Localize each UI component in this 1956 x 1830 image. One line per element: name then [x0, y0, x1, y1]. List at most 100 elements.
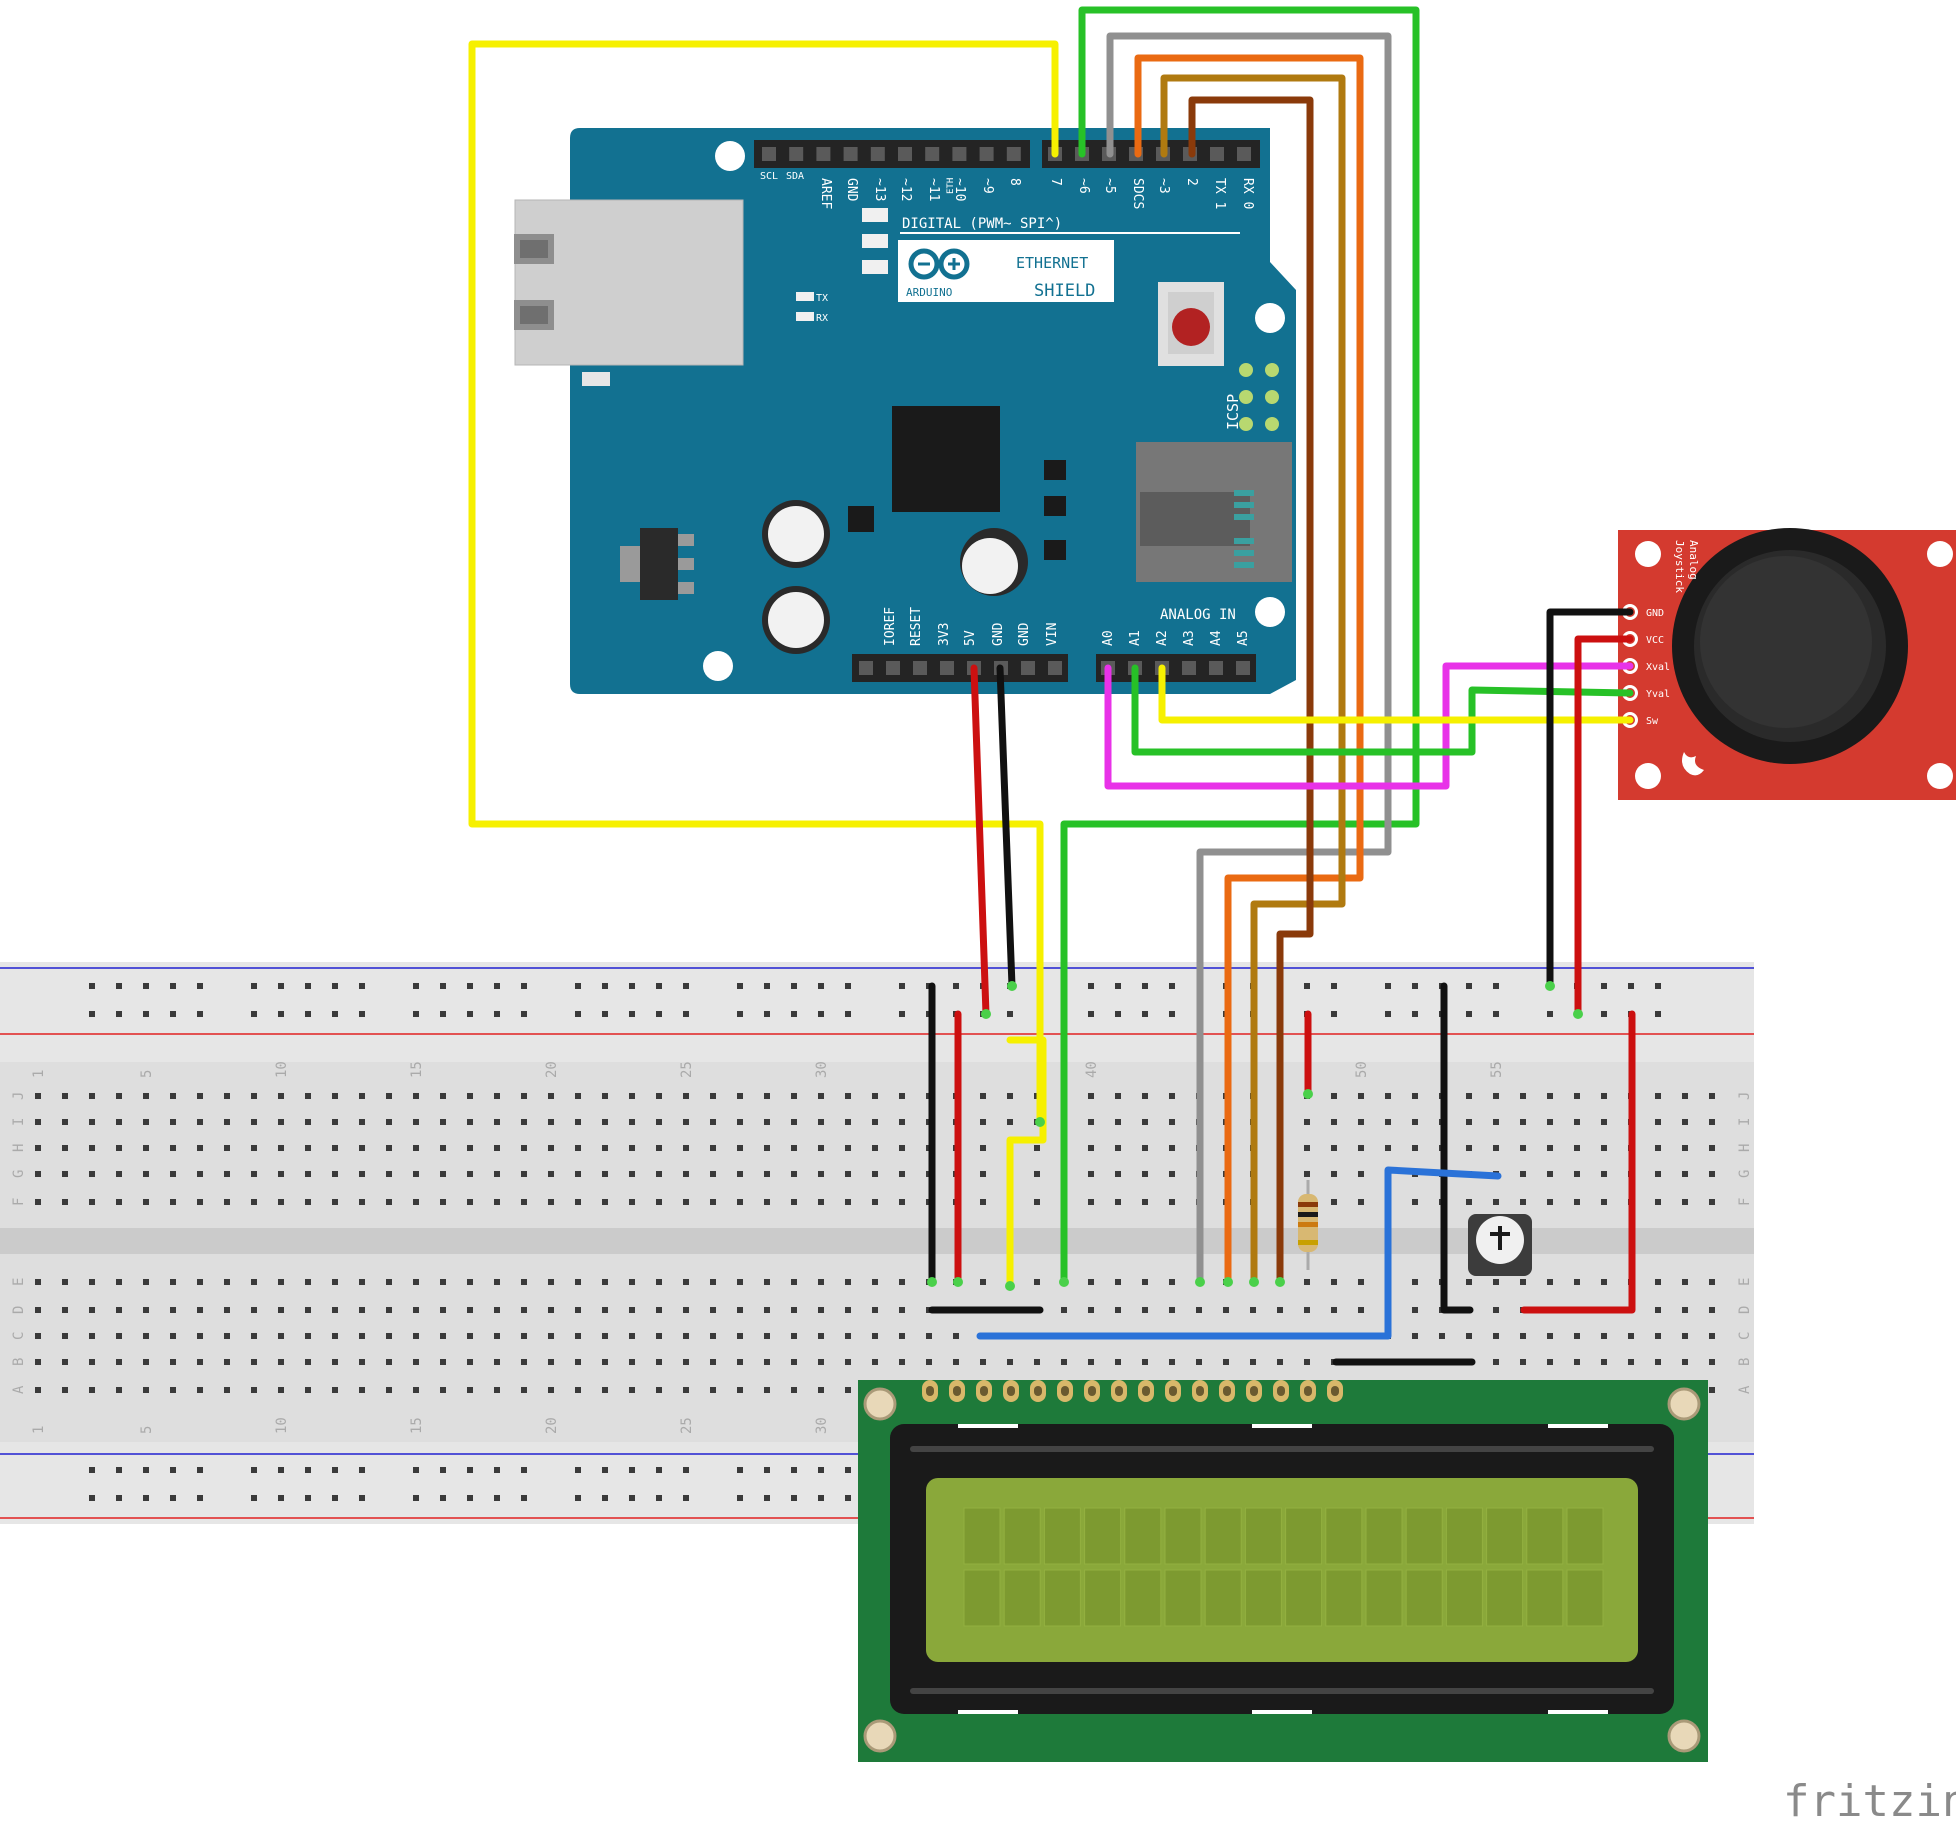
breadboard-hole	[629, 1119, 635, 1125]
breadboard-hole	[440, 1279, 446, 1285]
row-letter: C	[11, 1332, 27, 1340]
breadboard-hole	[1682, 1333, 1688, 1339]
row-letter: B	[1737, 1358, 1753, 1366]
breadboard-hole	[170, 1145, 176, 1151]
breadboard-hole	[1304, 1307, 1310, 1313]
breadboard-hole	[683, 1199, 689, 1205]
breadboard-hole	[899, 1199, 905, 1205]
breadboard-hole	[818, 1333, 824, 1339]
rail-hole	[305, 1495, 311, 1501]
breadboard-hole	[791, 1359, 797, 1365]
breadboard-hole	[1115, 1093, 1121, 1099]
breadboard-hole	[440, 1307, 446, 1313]
breadboard-hole	[1169, 1145, 1175, 1151]
rail-hole	[467, 1467, 473, 1473]
breadboard-hole	[683, 1359, 689, 1365]
digital-header-right	[1042, 140, 1260, 168]
breadboard-hole	[1304, 1279, 1310, 1285]
smd-components	[848, 460, 1066, 560]
rail-hole	[683, 1011, 689, 1017]
power-pin-label: GND	[991, 622, 1006, 646]
breadboard-hole	[818, 1387, 824, 1393]
breadboard-hole	[386, 1093, 392, 1099]
column-number: 15	[409, 1417, 425, 1434]
column-number: 30	[814, 1417, 830, 1434]
lcd-cell	[1285, 1507, 1323, 1565]
breadboard-hole	[899, 1145, 905, 1151]
rail-hole	[656, 1495, 662, 1501]
breadboard-hole	[980, 1093, 986, 1099]
rail-hole	[89, 1495, 95, 1501]
tx-led	[796, 292, 814, 301]
rail-hole	[791, 1495, 797, 1501]
breadboard-hole	[656, 1199, 662, 1205]
digital-pin-label: ~9	[980, 178, 995, 194]
breadboard-hole	[737, 1279, 743, 1285]
breadboard-hole	[1034, 1171, 1040, 1177]
rail-hole	[1385, 983, 1391, 989]
header-pin	[940, 661, 954, 675]
breadboard-hole	[548, 1171, 554, 1177]
breadboard-hole	[1547, 1171, 1553, 1177]
breadboard-hole	[116, 1359, 122, 1365]
breadboard-hole	[1358, 1093, 1364, 1099]
breadboard-hole	[278, 1333, 284, 1339]
breadboard-hole	[1709, 1145, 1715, 1151]
breadboard-hole	[386, 1279, 392, 1285]
breadboard-hole	[197, 1333, 203, 1339]
breadboard-hole	[89, 1333, 95, 1339]
breadboard-hole	[845, 1279, 851, 1285]
breadboard-hole	[467, 1093, 473, 1099]
breadboard-hole	[521, 1307, 527, 1313]
breadboard-hole	[521, 1171, 527, 1177]
breadboard-hole	[1250, 1359, 1256, 1365]
breadboard-hole	[62, 1279, 68, 1285]
breadboard-hole	[1088, 1093, 1094, 1099]
header-pin	[952, 147, 967, 161]
lcd-pin-hole	[1331, 1386, 1339, 1396]
rail-hole	[332, 1011, 338, 1017]
breadboard-hole	[521, 1333, 527, 1339]
breadboard-hole	[413, 1145, 419, 1151]
breadboard-hole	[35, 1387, 41, 1393]
breadboard-hole	[818, 1145, 824, 1151]
analog-pin-label: A1	[1128, 630, 1143, 646]
breadboard-hole	[602, 1119, 608, 1125]
breadboard-hole	[62, 1145, 68, 1151]
rail-hole	[413, 1467, 419, 1473]
rail-hole	[899, 983, 905, 989]
breadboard-hole	[305, 1171, 311, 1177]
icsp-pads	[1239, 363, 1279, 431]
breadboard-hole	[1358, 1119, 1364, 1125]
column-number: 25	[679, 1061, 695, 1078]
breadboard-hole	[575, 1359, 581, 1365]
breadboard-hole	[737, 1307, 743, 1313]
rx-label: RX	[816, 313, 828, 324]
rail-hole	[413, 983, 419, 989]
rail-hole	[1655, 1011, 1661, 1017]
breadboard-hole	[1142, 1093, 1148, 1099]
wire-brown-dark	[1188, 96, 1314, 1286]
header-pin	[843, 147, 858, 161]
breadboard-hole	[1115, 1145, 1121, 1151]
potentiometer	[1468, 1214, 1532, 1276]
header-pin	[1006, 147, 1021, 161]
breadboard-hole	[89, 1093, 95, 1099]
breadboard-hole	[197, 1307, 203, 1313]
lcd-cell	[1325, 1569, 1363, 1627]
rail-hole	[737, 983, 743, 989]
lcd-pin-hole	[1088, 1386, 1096, 1396]
breadboard-hole	[413, 1093, 419, 1099]
breadboard-hole	[1439, 1333, 1445, 1339]
rail-hole	[170, 1467, 176, 1473]
breadboard-hole	[35, 1119, 41, 1125]
breadboard-hole	[170, 1093, 176, 1099]
header-pin	[1048, 661, 1062, 675]
rail-hole	[89, 983, 95, 989]
rail-hole	[1088, 983, 1094, 989]
rail-hole	[845, 1011, 851, 1017]
breadboard-hole	[1682, 1093, 1688, 1099]
breadboard-hole	[629, 1093, 635, 1099]
